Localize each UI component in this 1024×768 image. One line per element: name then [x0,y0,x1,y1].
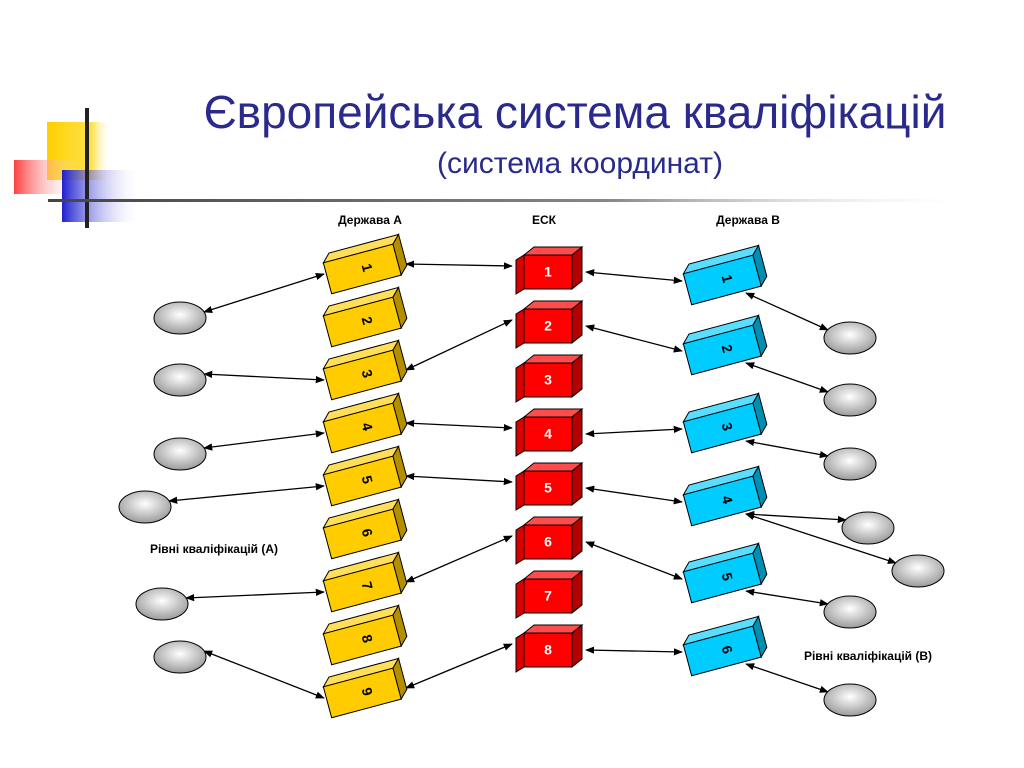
state-a-level-8: 8 [322,604,408,666]
state-a-level-7: 7 [322,551,408,613]
arrow-ellipse-a6 [203,650,325,699]
qualification-ellipse-a-6 [153,640,207,674]
state-a-level-9-label: 9 [359,686,377,698]
arrow-esk4-b3 [585,425,683,438]
state-b-level-3: 3 [682,392,768,454]
esk-level-8-label: 8 [544,642,552,658]
esk-level-6-label: 6 [544,534,552,550]
slide-subtitle: (система координат) [437,147,723,180]
arrow-ellipse-b5 [745,513,897,564]
esk-level-3: 3 [515,353,584,403]
esk-level-5-label: 5 [544,480,552,496]
esk-level-1-label: 1 [544,264,552,280]
state-b-level-4: 4 [682,465,768,527]
qualification-ellipse-b-3 [823,447,877,481]
qualification-ellipse-a-1 [153,301,207,335]
arrow-a4-esk4 [405,419,513,432]
esk-level-5: 5 [515,461,584,511]
state-a-level-2-label: 2 [359,315,377,327]
ellipses-layer [118,301,945,717]
qualification-ellipse-b-7 [823,683,877,717]
state-b-level-4-label: 4 [719,494,737,506]
qualification-ellipse-b-6 [823,595,877,629]
arrow-esk8-b6 [585,646,683,656]
esk-level-6: 6 [515,515,584,565]
esk-level-3-label: 3 [544,372,552,388]
state-b-level-5-label: 5 [719,571,737,583]
qualification-ellipse-a-4 [118,490,172,524]
arrow-ellipse-a5 [185,588,325,602]
arrow-esk2-b2 [585,324,683,353]
state-a-level-9: 9 [322,657,408,719]
state-a-level-4: 4 [322,392,408,454]
state-b-level-5: 5 [682,542,768,604]
state-a-level-1-label: 1 [359,262,377,274]
qualification-ellipse-b-5 [891,554,945,588]
state-b-level-3-label: 3 [719,421,737,433]
arrow-a9-esk8 [405,643,513,689]
arrow-esk1-b1 [585,269,683,284]
esk-level-2: 2 [515,299,584,349]
arrow-ellipse-b7 [745,663,829,693]
state-a-level-5-label: 5 [359,474,377,486]
state-b-level-1-label: 1 [719,273,737,285]
state-a-level-4-label: 4 [359,421,377,433]
state-a-level-5: 5 [322,445,408,507]
arrow-ellipse-b2 [745,362,829,393]
esk-level-8: 8 [515,623,584,673]
header-state-a: Держава А [338,213,402,227]
arrow-a1-esk1 [405,260,513,270]
qualification-ellipse-b-4 [841,511,895,545]
state-a-level-3-label: 3 [359,368,377,380]
esk-level-4-label: 4 [544,426,552,442]
state-a-level-6-label: 6 [359,527,377,539]
arrow-esk5-b4 [585,485,683,505]
header-esk: ЕСК [532,213,557,227]
slide-title: Європейська система кваліфікацій [203,86,947,138]
arrow-esk6-b5 [585,541,683,580]
arrow-ellipse-a1 [203,273,325,313]
esk-level-7-label: 7 [544,588,552,604]
state-b-level-2: 2 [682,314,768,376]
state-b-level-2-label: 2 [719,343,737,355]
arrow-ellipse-a4 [168,483,325,504]
state-a-level-3: 3 [322,339,408,401]
arrow-ellipse-b3 [745,438,829,459]
state-a-level-2: 2 [322,286,408,348]
arrow-ellipse-a2 [203,370,325,384]
arrow-a3-esk2 [405,319,513,371]
blocks-layer: 1 2 3 4 5 6 7 8 9 1 2 3 4 5 6 7 8 1 2 3 4 5 6 [322,233,768,719]
levels-b-label: Рівні кваліфікацій (В) [804,649,932,663]
qualification-ellipse-a-3 [153,437,207,471]
qualification-ellipse-a-2 [153,363,207,397]
state-b-level-1: 1 [682,244,768,306]
state-b-level-6-label: 6 [719,644,737,656]
arrow-ellipse-b6 [745,588,829,607]
state-a-level-6: 6 [322,498,408,560]
decorative-logo [14,108,988,228]
arrow-a7-esk6 [405,535,513,583]
qualification-ellipse-a-5 [135,587,189,621]
esk-level-4: 4 [515,407,584,457]
esk-level-7: 7 [515,569,584,619]
state-a-level-7-label: 7 [359,580,377,592]
state-a-level-1: 1 [322,233,408,295]
esk-level-1: 1 [515,245,584,295]
levels-a-label: Рівні кваліфікацій (А) [150,542,278,556]
qualification-ellipse-b-2 [823,383,877,417]
header-state-b: Держава В [716,213,780,227]
arrow-ellipse-a3 [203,430,325,451]
arrows-layer [168,260,897,699]
arrow-a5-esk5 [405,472,513,486]
arrow-ellipse-b1 [745,292,829,331]
esk-level-2-label: 2 [544,318,552,334]
state-b-level-6: 6 [682,615,768,677]
qualification-ellipse-b-1 [823,321,877,355]
state-a-level-8-label: 8 [359,633,377,645]
